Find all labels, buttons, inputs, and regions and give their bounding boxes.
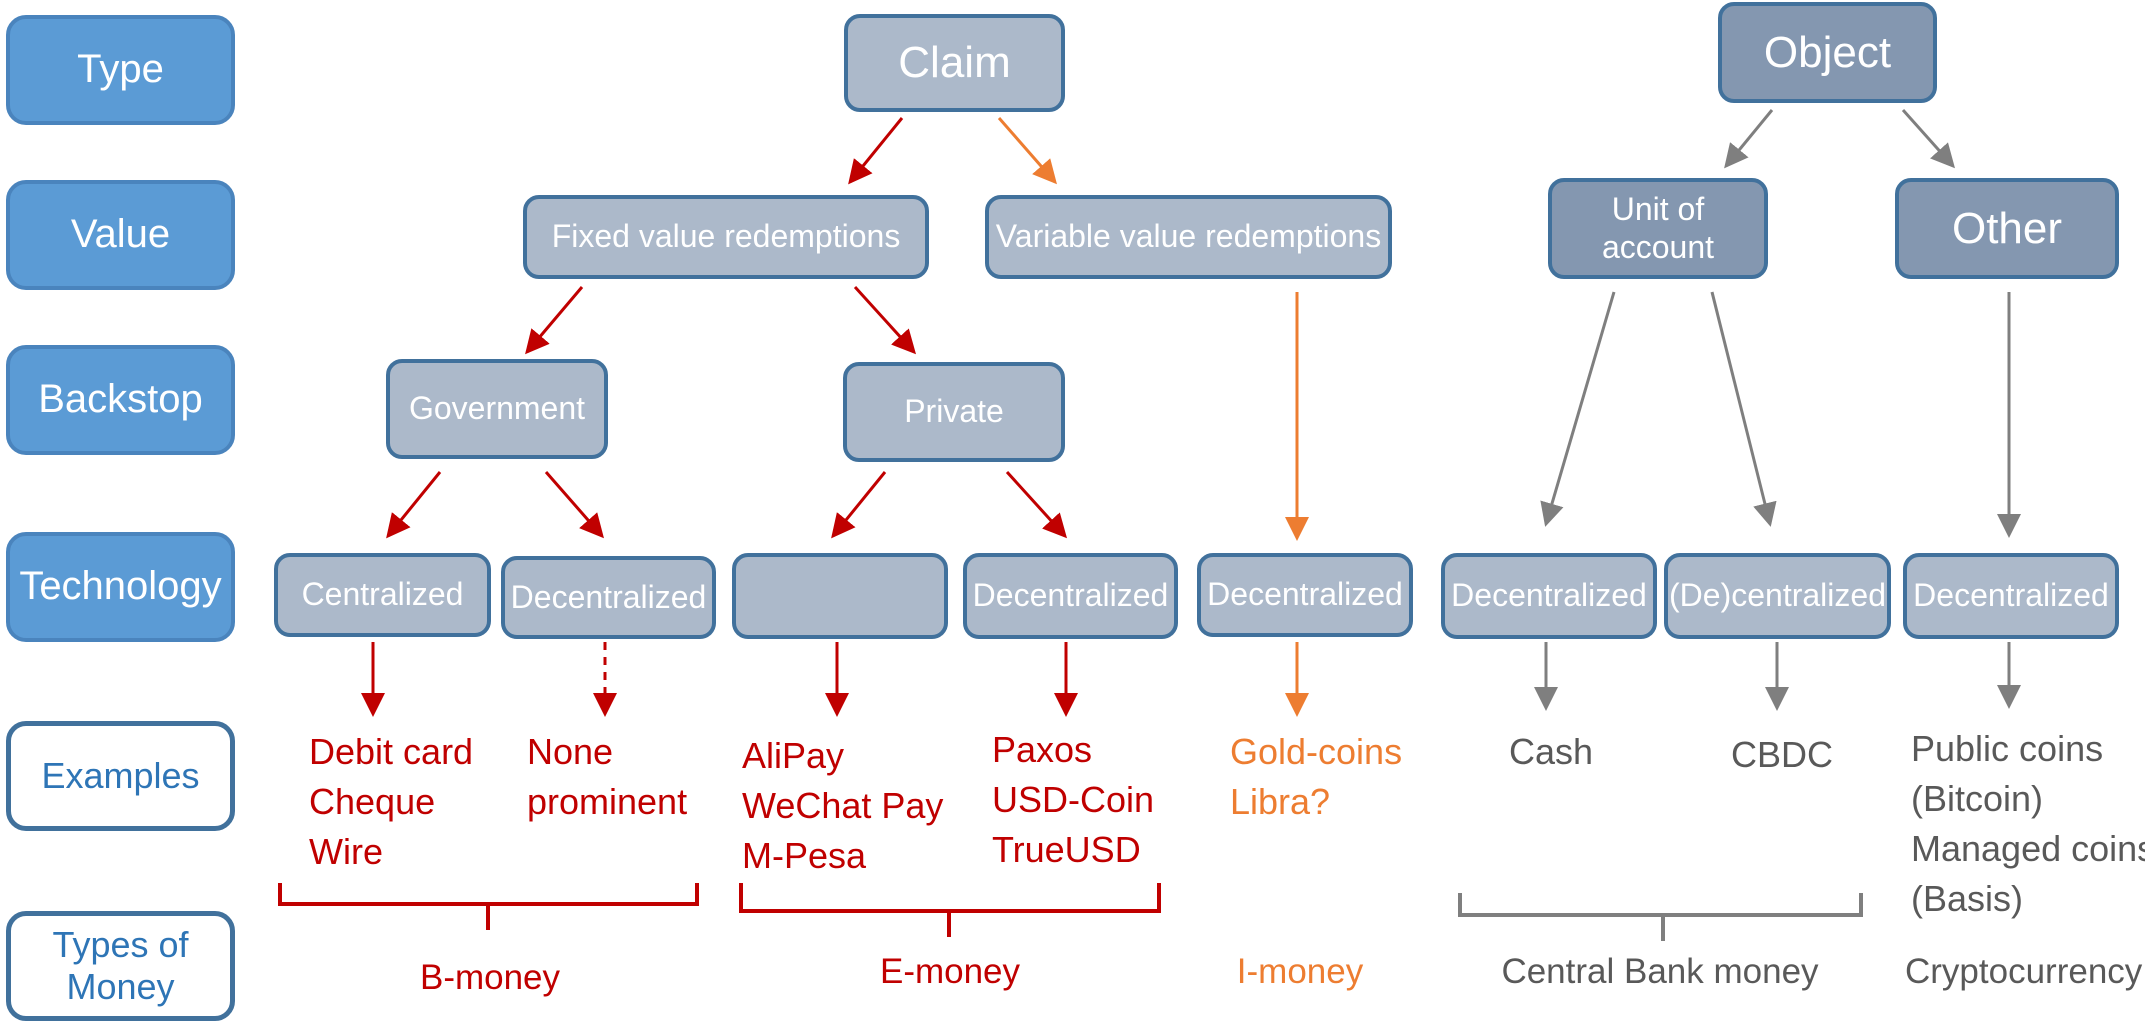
list-item: Managed coins	[1911, 828, 2145, 869]
row-label-technology: Technology	[6, 532, 235, 642]
money-type-e-money: E-money	[879, 952, 1021, 991]
money-type-b-money: B-money	[419, 958, 561, 997]
arrow-private-to-centralized	[831, 471, 887, 539]
arrow-government-to-centralized	[386, 471, 442, 539]
list-item: Libra?	[1230, 781, 1331, 822]
arrow-object-to-other	[1901, 109, 1955, 169]
list-item: CBDC	[1731, 734, 1834, 775]
list-item: AliPay	[742, 735, 845, 776]
money-type-central-bank: Central Bank money	[1501, 952, 1819, 991]
list-item: Cheque	[309, 781, 436, 822]
node-priv-centralized	[732, 553, 948, 639]
row-label-value: Value	[6, 180, 235, 290]
list-item: Debit card	[309, 731, 474, 772]
list-item: Cash	[1509, 731, 1594, 772]
node-gov-decentralized: Decentralized	[501, 556, 716, 639]
list-item: TrueUSD	[992, 829, 1141, 870]
list-item: Paxos	[992, 729, 1093, 770]
row-label-types-of-money: Types of Money	[6, 911, 235, 1021]
node-fixed-value-redemptions: Fixed value redemptions	[523, 195, 929, 279]
row-label-backstop: Backstop	[6, 345, 235, 455]
node-priv-decentralized: Decentralized	[963, 553, 1178, 639]
arrow-claim-to-variable	[997, 117, 1057, 185]
list-item: None	[527, 731, 614, 772]
arrow-claim-to-fixed	[848, 117, 904, 185]
examples-other: Public coins (Bitcoin) Managed coins (Ba…	[1911, 724, 2145, 924]
row-label-examples: Examples	[6, 721, 235, 831]
list-item: (Basis)	[1911, 878, 2024, 919]
examples-variable: Gold-coins Libra?	[1230, 727, 1402, 827]
examples-gov-decentralized: None prominent	[527, 727, 687, 827]
node-unit-of-account: Unit of account	[1548, 178, 1768, 279]
brace-e-money	[739, 883, 1161, 937]
examples-cbdc: CBDC	[1731, 730, 1833, 780]
node-other: Other	[1895, 178, 2119, 279]
examples-cash: Cash	[1509, 727, 1593, 777]
list-item: (Bitcoin)	[1911, 778, 2044, 819]
node-object: Object	[1718, 2, 1937, 103]
arrow-fixed-to-government	[525, 286, 584, 355]
node-gov-centralized: Centralized	[274, 553, 491, 637]
arrow-object-to-unit	[1724, 109, 1774, 169]
node-private: Private	[843, 362, 1065, 462]
arrow-unit-to-decentralized	[1540, 291, 1616, 527]
list-item: prominent	[527, 781, 688, 822]
node-variable-value-redemptions: Variable value redemptions	[985, 195, 1392, 279]
list-item: Gold-coins	[1230, 731, 1403, 772]
row-label-type: Type	[6, 15, 235, 125]
node-other-decentralized: Decentralized	[1903, 553, 2119, 639]
brace-central-bank-money	[1458, 893, 1863, 941]
examples-gov-centralized: Debit card Cheque Wire	[309, 727, 473, 877]
node-claim: Claim	[844, 14, 1065, 112]
money-type-i-money: I-money	[1236, 952, 1364, 991]
money-type-cryptocurrency: Cryptocurrency	[1905, 952, 2143, 991]
brace-b-money	[278, 883, 699, 930]
node-variable-decentralized: Decentralized	[1197, 553, 1413, 637]
list-item: Public coins	[1911, 728, 2104, 769]
list-item: WeChat Pay	[742, 785, 944, 826]
examples-priv-centralized: AliPay WeChat Pay M-Pesa	[742, 731, 943, 881]
node-government: Government	[386, 359, 608, 459]
node-unit-dedecentralized: (De)centralized	[1664, 553, 1891, 639]
arrow-unit-to-dedecentralized	[1710, 291, 1777, 527]
node-unit-decentralized: Decentralized	[1441, 553, 1657, 639]
arrow-private-to-decentralized	[1005, 470, 1068, 539]
arrow-fixed-to-private	[853, 285, 917, 355]
arrow-government-to-decentralized	[544, 471, 604, 539]
list-item: Wire	[309, 831, 383, 872]
list-item: M-Pesa	[742, 835, 867, 876]
examples-priv-decentralized: Paxos USD-Coin TrueUSD	[992, 725, 1154, 875]
list-item: USD-Coin	[992, 779, 1155, 820]
